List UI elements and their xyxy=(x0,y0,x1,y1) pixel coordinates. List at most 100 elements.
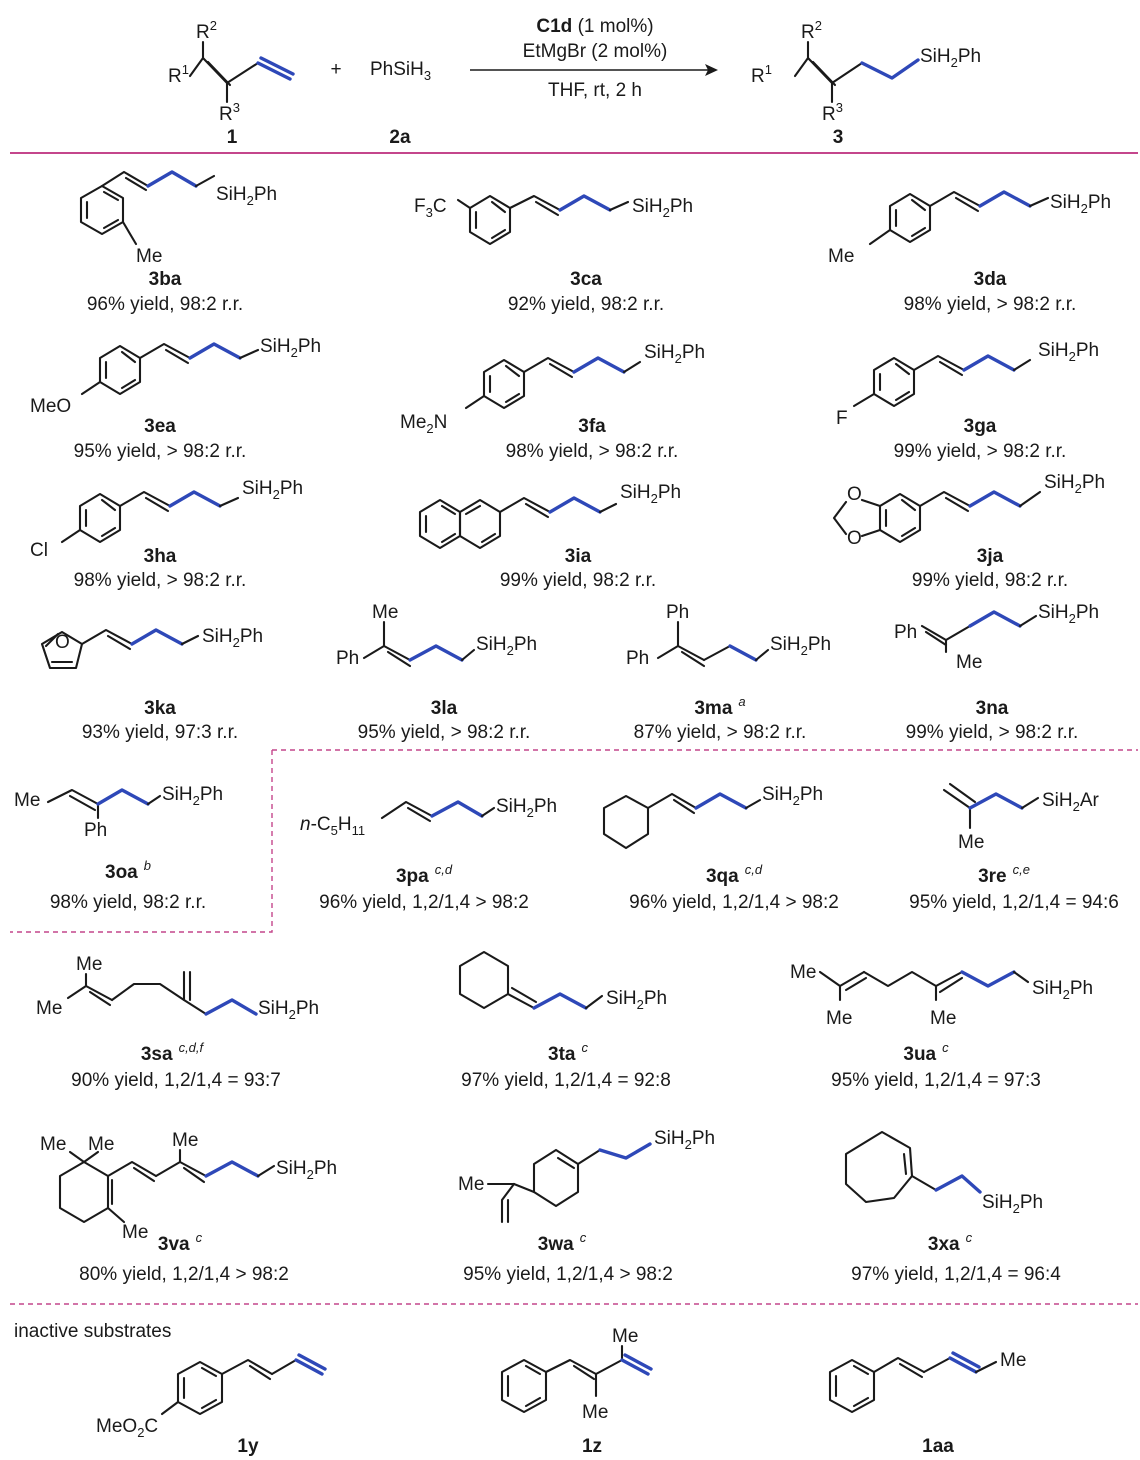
svg-text:SiH2Ph: SiH2Ph xyxy=(770,634,831,658)
result-text: 95% yield, 1,2/1,4 = 94:6 xyxy=(909,892,1119,913)
compound-label: 3ba xyxy=(149,269,182,290)
svg-text:SiH2Ph: SiH2Ph xyxy=(982,1192,1043,1216)
result-text: 95% yield, > 98:2 r.r. xyxy=(74,441,247,462)
compound-label: 3ia xyxy=(565,546,592,567)
result-text: 96% yield, 1,2/1,4 > 98:2 xyxy=(319,892,529,913)
result-text: 90% yield, 1,2/1,4 = 93:7 xyxy=(71,1070,281,1091)
compound-label: 3da xyxy=(974,269,1007,290)
svg-text:Me: Me xyxy=(828,246,854,267)
svg-text:SiH2Ph: SiH2Ph xyxy=(258,998,319,1022)
svg-text:SiH2Ph: SiH2Ph xyxy=(654,1128,715,1152)
structure-3oa: Me Ph SiH2Ph xyxy=(14,784,223,841)
svg-text:MeO2C: MeO2C xyxy=(96,1416,158,1440)
phenylsilane-formula: PhSiH3 xyxy=(370,59,431,83)
structure-3ea: MeO SiH2Ph xyxy=(30,336,321,417)
svg-text:SiH2Ph: SiH2Ph xyxy=(1038,340,1099,364)
r1-label: R1 xyxy=(168,62,189,87)
svg-text:SiH2Ph: SiH2Ph xyxy=(276,1158,337,1182)
svg-text:SiH2Ph: SiH2Ph xyxy=(496,796,557,820)
structure-3la: Me Ph SiH2Ph xyxy=(336,602,537,669)
compound-label: 1aa xyxy=(922,1436,954,1457)
compound-label: 3la xyxy=(431,698,458,719)
result-text: 87% yield, > 98:2 r.r. xyxy=(634,722,807,743)
svg-text:Me: Me xyxy=(36,998,62,1019)
svg-text:Me: Me xyxy=(790,962,816,983)
result-text: 95% yield, > 98:2 r.r. xyxy=(358,722,531,743)
result-text: 95% yield, 1,2/1,4 > 98:2 xyxy=(463,1264,673,1285)
svg-text:Me: Me xyxy=(930,1008,956,1029)
result-text: 99% yield, 98:2 r.r. xyxy=(500,570,656,591)
structure-3da: Me SiH2Ph xyxy=(828,190,1111,267)
svg-text:Ph: Ph xyxy=(626,648,649,669)
svg-text:Me: Me xyxy=(76,954,102,975)
svg-text:Me2N: Me2N xyxy=(400,412,447,436)
structure-1z: Me Me xyxy=(500,1326,653,1423)
reactant-1-label: 1 xyxy=(227,127,238,148)
structure-3va: Me Me Me Me SiH2Ph xyxy=(40,1130,337,1243)
structure-1aa: Me xyxy=(828,1350,1026,1414)
reaction-arrow xyxy=(470,64,718,76)
svg-text:SiH2Ph: SiH2Ph xyxy=(620,482,681,506)
svg-text:Me: Me xyxy=(826,1008,852,1029)
product-r3-label: R3 xyxy=(822,100,843,125)
structure-3re: Me SiH2Ar xyxy=(942,782,1100,853)
product-label: 3 xyxy=(833,127,844,148)
svg-text:SiH2Ph: SiH2Ph xyxy=(762,784,823,808)
svg-text:Ph: Ph xyxy=(84,820,107,841)
result-text: 92% yield, 98:2 r.r. xyxy=(508,294,664,315)
svg-text:Me: Me xyxy=(958,832,984,853)
structure-3ka: O SiH2Ph xyxy=(40,626,263,670)
result-text: 98% yield, > 98:2 r.r. xyxy=(74,570,247,591)
structure-3na: Ph Me SiH2Ph xyxy=(894,602,1099,673)
structure-3ga: F SiH2Ph xyxy=(836,340,1099,429)
compound-label: 3ga xyxy=(964,416,997,437)
svg-text:Me: Me xyxy=(172,1130,198,1151)
compound-label: 3ja xyxy=(977,546,1004,567)
compound-label: 3na xyxy=(976,698,1009,719)
svg-text:Me: Me xyxy=(582,1402,608,1423)
svg-text:Me: Me xyxy=(88,1134,114,1155)
r3-label: R3 xyxy=(219,100,240,125)
reactant-2-label: 2a xyxy=(389,127,411,148)
conditions-text: THF, rt, 2 h xyxy=(548,80,642,101)
svg-text:SiH2Ph: SiH2Ph xyxy=(1044,472,1105,496)
svg-text:Me: Me xyxy=(956,652,982,673)
structure-3ma: Ph Ph SiH2Ph xyxy=(626,602,831,669)
structure-3ia: SiH2Ph xyxy=(418,482,681,550)
product-r1-label: R1 xyxy=(751,62,772,87)
result-text: 96% yield, 98:2 r.r. xyxy=(87,294,243,315)
compound-label: 3fa xyxy=(578,416,606,437)
compound-label: 3ea xyxy=(144,416,176,437)
result-text: 80% yield, 1,2/1,4 > 98:2 xyxy=(79,1264,289,1285)
plus-sign: + xyxy=(330,59,341,80)
catalyst-text: C1d (1 mol%) xyxy=(536,16,653,37)
svg-text:F: F xyxy=(836,408,848,429)
reactant-diene: R2 R1 R3 xyxy=(168,18,295,125)
result-text: 97% yield, 1,2/1,4 = 96:4 xyxy=(851,1264,1061,1285)
structure-3ba: Me SiH2Ph xyxy=(79,170,277,267)
product-silyl: SiH2Ph xyxy=(920,46,981,70)
svg-text:Me: Me xyxy=(40,1134,66,1155)
svg-text:Ph: Ph xyxy=(666,602,689,623)
svg-text:SiH2Ph: SiH2Ph xyxy=(644,342,705,366)
compound-label: 3ca xyxy=(570,269,602,290)
result-text: 98% yield, > 98:2 r.r. xyxy=(506,441,679,462)
structure-3pa: n-C5H11 SiH2Ph xyxy=(300,796,557,838)
result-text: 99% yield, > 98:2 r.r. xyxy=(894,441,1067,462)
svg-text:Me: Me xyxy=(372,602,398,623)
result-text: 93% yield, 97:3 r.r. xyxy=(82,722,238,743)
structure-3xa: SiH2Ph xyxy=(844,1130,1043,1216)
svg-text:SiH2Ph: SiH2Ph xyxy=(162,784,223,808)
svg-text:SiH2Ph: SiH2Ph xyxy=(202,626,263,650)
svg-text:O: O xyxy=(847,484,862,505)
product-r2-label: R2 xyxy=(801,18,822,43)
svg-text:Ph: Ph xyxy=(894,622,917,643)
dashed-divider xyxy=(10,750,273,933)
